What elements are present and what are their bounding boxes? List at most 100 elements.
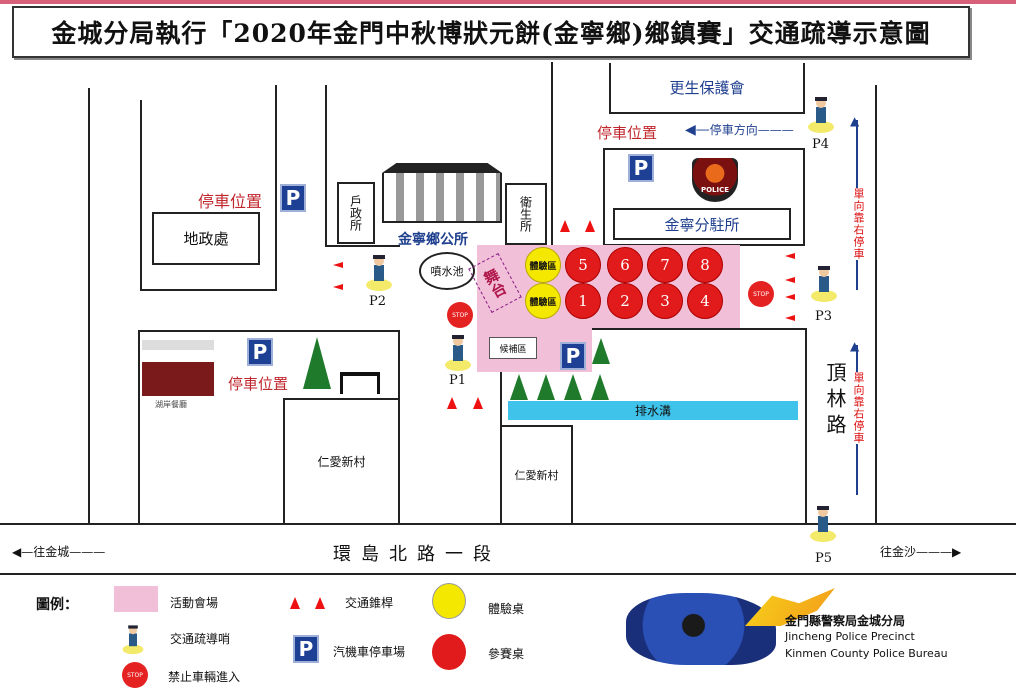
land-office: 地政處 (152, 212, 260, 265)
road-line (325, 85, 327, 245)
logo-en1: Jincheng Police Precinct (785, 630, 915, 643)
standby-area: 候補區 (489, 337, 537, 359)
legend-officer-icon (121, 624, 145, 655)
parking-icon: P (628, 154, 654, 182)
barrier-icon (785, 294, 795, 300)
legend-venue-swatch (114, 586, 158, 612)
stop-sign-icon: STOP (447, 302, 473, 328)
road-line (275, 85, 277, 290)
barrier-icon (333, 262, 343, 268)
parking-label: 停車位置 (228, 375, 289, 393)
township-office-building (382, 163, 502, 225)
cone-icon (585, 220, 595, 232)
road-line (88, 88, 90, 523)
competition-table-1[interactable]: 1 (565, 283, 601, 319)
road-line (805, 330, 807, 523)
legend-parking: 汽機車停車場 (333, 645, 406, 659)
road-line (875, 85, 877, 523)
logo-lion-icon (626, 593, 776, 665)
arrow-head-icon: ▲ (850, 114, 860, 128)
legend-parking-icon: P (293, 635, 319, 663)
fountain-label: 噴水池 (430, 265, 464, 278)
post-p2: P2 (369, 294, 387, 309)
competition-table-7[interactable]: 7 (647, 247, 683, 283)
road-line (140, 289, 277, 291)
competition-table-8[interactable]: 8 (687, 247, 723, 283)
road-line (325, 245, 400, 247)
experience-table[interactable]: 體驗區 (525, 283, 561, 319)
standby-label: 候補區 (499, 344, 527, 355)
land-office-label: 地政處 (183, 230, 229, 248)
police-station: 金寧分駐所 (613, 208, 791, 240)
legend-cone-icon (315, 597, 325, 609)
legend-cones: 交通錐桿 (345, 596, 394, 610)
tree-icon (592, 338, 610, 364)
rehab-association: 更生保護會 (609, 63, 805, 114)
police-station-label: 金寧分駐所 (664, 215, 740, 234)
competition-table-3[interactable]: 3 (647, 283, 683, 319)
legend-comp-table: 參賽桌 (488, 647, 525, 661)
post-p3: P3 (815, 309, 833, 324)
one-way-label: 單向靠右停車 (850, 188, 866, 260)
police-badge-icon: POLICE (692, 158, 738, 202)
village-right: 仁愛新村 (500, 425, 573, 525)
parking-icon: P (247, 338, 273, 366)
traffic-officer-icon (364, 253, 394, 291)
village-left: 仁愛新村 (283, 398, 400, 525)
picnic-table-icon (340, 372, 380, 394)
cone-icon (560, 220, 570, 232)
traffic-officer-icon (443, 333, 473, 371)
village-left-label: 仁愛新村 (317, 455, 366, 469)
page-title: 金城分局執行「2020年金門中秋博狀元餅(金寧鄉)鄉鎮賽」交通疏導示意圖 (51, 19, 931, 48)
competition-table-2[interactable]: 2 (607, 283, 643, 319)
dinglin-road-label: 頂林路 (823, 362, 847, 440)
traffic-officer-icon (806, 95, 836, 133)
cone-icon (473, 397, 483, 409)
traffic-officer-icon (809, 264, 839, 302)
drain: 排水溝 (508, 401, 798, 420)
rehab-label: 更生保護會 (669, 79, 745, 97)
legend-post: 交通疏導哨 (170, 632, 231, 646)
legend-comp-table-icon (432, 634, 466, 670)
parking-icon: P (560, 342, 586, 370)
experience-table[interactable]: 體驗區 (525, 247, 561, 283)
competition-table-6[interactable]: 6 (607, 247, 643, 283)
one-way-label: 單向靠右停車 (850, 372, 866, 444)
competition-table-4[interactable]: 4 (687, 283, 723, 319)
legend-exp-table-icon (432, 583, 466, 619)
legend-title: 圖例： (36, 597, 78, 613)
parking-direction-label: 停車方向 (709, 123, 758, 137)
arrow-head-icon: ▲ (850, 339, 860, 353)
post-p1: P1 (449, 373, 467, 388)
stage-label: 舞台 (479, 265, 510, 301)
health-label: 衛生所 (518, 196, 533, 232)
competition-table-5[interactable]: 5 (565, 247, 601, 283)
legend-cone-icon (290, 597, 300, 609)
parking-label: 停車位置 (198, 192, 263, 211)
legend-exp-table: 體驗桌 (488, 602, 525, 616)
post-p5: P5 (815, 551, 833, 566)
stop-sign-icon: STOP (748, 281, 774, 307)
huandao-road-label: 環島北路一段 (333, 544, 501, 565)
legend-venue: 活動會場 (170, 596, 219, 610)
to-jinsha: 往金沙———▶ (880, 545, 962, 559)
parking-label: 停車位置 (597, 124, 658, 142)
township-office-label: 金寧鄉公所 (398, 232, 468, 248)
top-accent (0, 0, 1016, 4)
barrier-icon (785, 277, 795, 283)
title-box: 金城分局執行「2020年金門中秋博狀元餅(金寧鄉)鄉鎮賽」交通疏導示意圖 (12, 6, 970, 58)
legend-stop-icon: STOP (122, 662, 148, 688)
tree-icon (303, 337, 331, 389)
traffic-officer-icon (808, 504, 838, 542)
fountain: 噴水池 (419, 252, 475, 290)
logo-en2: Kinmen County Police Bureau (785, 647, 948, 660)
parking-icon: P (280, 184, 306, 212)
household-office: 戶政所 (337, 182, 375, 244)
barrier-icon (785, 315, 795, 321)
post-p4: P4 (812, 137, 830, 152)
road-edge-bottom (0, 573, 1016, 575)
village-right-label: 仁愛新村 (514, 469, 559, 482)
tree-icon (510, 374, 528, 400)
restaurant-icon (142, 340, 214, 396)
cone-icon (447, 397, 457, 409)
